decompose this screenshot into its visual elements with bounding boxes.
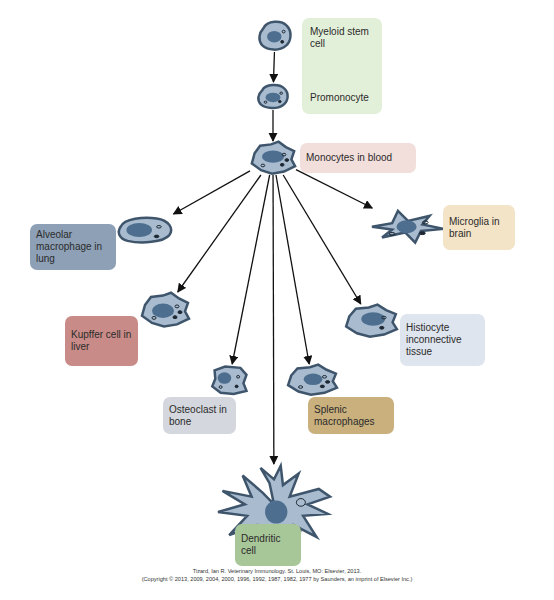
cell-illustration bbox=[257, 18, 293, 52]
cell-granule bbox=[237, 376, 240, 379]
lineage-arrow bbox=[232, 175, 269, 364]
cell-body bbox=[119, 218, 171, 243]
lineage-arrow bbox=[272, 110, 273, 141]
cell-granule bbox=[173, 316, 177, 319]
cell-node: Histiocyte inconnective tissue bbox=[344, 304, 398, 338]
cell-label: Kupffer cell in liver bbox=[65, 316, 138, 366]
label-text: Splenic macrophages bbox=[314, 404, 388, 428]
cell-granule bbox=[219, 386, 222, 389]
cell-granule bbox=[281, 40, 284, 43]
cell-granule bbox=[298, 386, 302, 389]
cell-illustration bbox=[210, 364, 248, 396]
cell-body bbox=[212, 367, 246, 395]
cell-granule bbox=[152, 316, 156, 319]
cell-granule bbox=[420, 232, 426, 235]
cell-nucleus bbox=[266, 93, 281, 103]
stem-lineage-panel bbox=[302, 18, 382, 114]
cell-node: Splenic macrophages bbox=[286, 364, 338, 396]
cell-granule bbox=[154, 235, 159, 238]
cell-granule bbox=[178, 311, 182, 314]
cell-node: Alveolar macrophage in lung bbox=[116, 214, 174, 246]
cell-label: Alveolar macrophage in lung bbox=[30, 224, 116, 270]
cell-granule bbox=[296, 499, 305, 507]
label-text: Kupffer cell in liver bbox=[71, 329, 132, 353]
cell-body bbox=[346, 305, 397, 337]
label-text: Promonocyte bbox=[310, 92, 369, 104]
cell-node: Promonocyte bbox=[256, 82, 290, 110]
cell-granule bbox=[264, 101, 267, 103]
label-text: Alveolar macrophage in lung bbox=[36, 229, 110, 265]
lineage-arrow bbox=[272, 175, 274, 464]
cell-illustration bbox=[286, 364, 338, 396]
label-text: Myeloid stem cell bbox=[310, 26, 374, 50]
cell-illustration bbox=[116, 214, 174, 246]
cell-body bbox=[142, 293, 189, 327]
cell-illustration bbox=[140, 292, 190, 328]
cell-nucleus bbox=[396, 220, 416, 233]
cell-nucleus bbox=[218, 372, 232, 384]
cell-nucleus bbox=[267, 31, 281, 43]
cell-nucleus bbox=[262, 151, 284, 163]
cell-granule bbox=[175, 305, 179, 308]
cell-label: Osteoclast in bone bbox=[163, 397, 236, 434]
cell-label: Histiocyte inconnective tissue bbox=[400, 314, 485, 366]
cell-granule bbox=[285, 159, 289, 162]
cell-granule bbox=[235, 385, 238, 388]
cell-illustration bbox=[250, 141, 296, 175]
cell-nucleus bbox=[152, 304, 174, 318]
label-text: Histiocyte inconnective tissue bbox=[406, 322, 479, 358]
cell-illustration bbox=[344, 304, 398, 338]
cell-label: Myeloid stem cell bbox=[304, 22, 380, 54]
cell-granule bbox=[282, 153, 286, 156]
cell-granule bbox=[320, 385, 324, 388]
cell-granule bbox=[261, 164, 265, 167]
lineage-arrow bbox=[173, 171, 250, 214]
cell-granule bbox=[278, 100, 281, 102]
cell-granule bbox=[382, 316, 386, 319]
cell-label: Splenic macrophages bbox=[308, 397, 394, 434]
label-text: Microglia in brain bbox=[449, 216, 509, 240]
cell-granule bbox=[280, 92, 283, 94]
cell-nucleus bbox=[304, 374, 323, 386]
cell-node: Osteoclast in bone bbox=[210, 364, 248, 396]
cell-granule bbox=[157, 226, 162, 229]
cell-node: Dendritic cell bbox=[218, 464, 330, 560]
cell-granule bbox=[422, 221, 428, 224]
cell-label: Monocytes in blood bbox=[300, 143, 416, 173]
source-credit: Tizard, Ian R. Veterinary Immunology. St… bbox=[0, 568, 554, 575]
label-text: Osteoclast in bone bbox=[169, 404, 230, 428]
cell-granule bbox=[322, 376, 326, 379]
cell-granule bbox=[326, 381, 330, 384]
cell-granule bbox=[380, 326, 384, 329]
lineage-arrow bbox=[273, 52, 275, 82]
cell-node: Kupffer cell in liver bbox=[140, 292, 190, 328]
cell-nucleus bbox=[361, 312, 385, 326]
cell-body bbox=[259, 22, 290, 50]
lineage-arrow bbox=[283, 175, 361, 304]
cell-granule bbox=[282, 30, 285, 33]
cell-node: Monocytes in blood bbox=[250, 141, 296, 175]
cell-illustration bbox=[372, 208, 444, 244]
cell-node: Myeloid stem cell bbox=[257, 18, 293, 52]
cell-node: Microglia in brain bbox=[372, 208, 444, 244]
cell-nucleus bbox=[265, 500, 287, 523]
label-text: Monocytes in blood bbox=[306, 152, 392, 164]
cell-illustration bbox=[256, 82, 290, 110]
source-credit: (Copyright © 2013, 2009, 2004, 2000, 199… bbox=[0, 576, 554, 583]
cell-body bbox=[258, 85, 287, 108]
cell-label: Microglia in brain bbox=[443, 205, 515, 250]
cell-nucleus bbox=[126, 223, 152, 237]
cell-body bbox=[372, 211, 444, 243]
label-text: Dendritic cell bbox=[241, 533, 295, 557]
cell-label: Promonocyte bbox=[304, 84, 380, 112]
cell-body bbox=[252, 142, 295, 174]
cell-body bbox=[288, 365, 337, 395]
lineage-arrow bbox=[276, 175, 309, 364]
lineage-arrow bbox=[178, 175, 261, 292]
cell-label: Dendritic cell bbox=[235, 524, 301, 566]
cell-granule bbox=[280, 163, 284, 166]
lineage-arrow bbox=[296, 170, 372, 208]
cell-granule bbox=[389, 232, 395, 235]
